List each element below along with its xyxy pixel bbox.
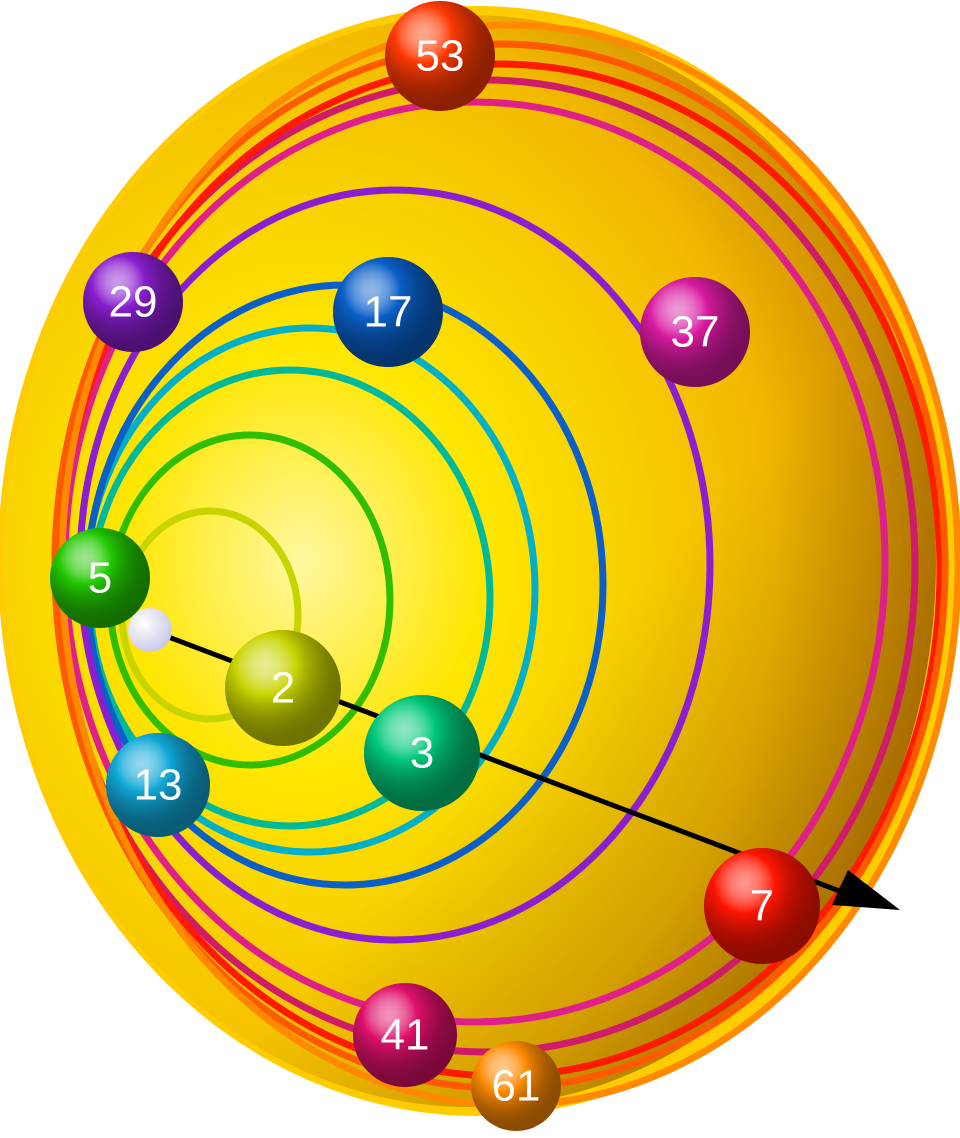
prime-ball-shading	[83, 252, 183, 352]
prime-ball-5: 5	[50, 528, 150, 628]
prime-ball-shading	[50, 528, 150, 628]
apex-point	[128, 608, 172, 652]
prime-ball-shading	[106, 733, 210, 837]
prime-label: 7	[750, 882, 774, 931]
prime-ball-shading	[471, 1041, 561, 1131]
prime-label: 37	[671, 308, 720, 357]
prime-markers: 2 3 5 7 13 17 29 37 41 53 61	[50, 1, 820, 1131]
prime-ball-53: 53	[385, 1, 495, 111]
prime-ball-17: 17	[333, 257, 443, 367]
prime-label: 2	[271, 664, 295, 713]
prime-label: 17	[364, 288, 413, 337]
prime-ball-shading	[640, 277, 750, 387]
prime-label: 61	[492, 1062, 541, 1111]
prime-ball-shading	[364, 695, 480, 811]
prime-ball-shading	[704, 848, 820, 964]
prime-ball-shading	[353, 983, 457, 1087]
prime-ball-shading	[333, 257, 443, 367]
prime-ball-2: 2	[225, 630, 341, 746]
prime-label: 41	[381, 1011, 430, 1060]
axis-arrowhead	[832, 870, 900, 910]
prime-label: 53	[416, 32, 465, 81]
prime-ball-29: 29	[83, 252, 183, 352]
prime-ball-37: 37	[640, 277, 750, 387]
prime-label: 5	[88, 554, 112, 603]
prime-ball-61: 61	[471, 1041, 561, 1131]
prime-ball-shading	[225, 630, 341, 746]
prime-ball-41: 41	[353, 983, 457, 1087]
prime-ball-shading	[385, 1, 495, 111]
prime-ball-7: 7	[704, 848, 820, 964]
prime-label: 29	[109, 278, 158, 327]
prime-ball-3: 3	[364, 695, 480, 811]
prime-ball-13: 13	[106, 733, 210, 837]
prime-label: 13	[134, 761, 183, 810]
prime-label: 3	[410, 729, 434, 778]
